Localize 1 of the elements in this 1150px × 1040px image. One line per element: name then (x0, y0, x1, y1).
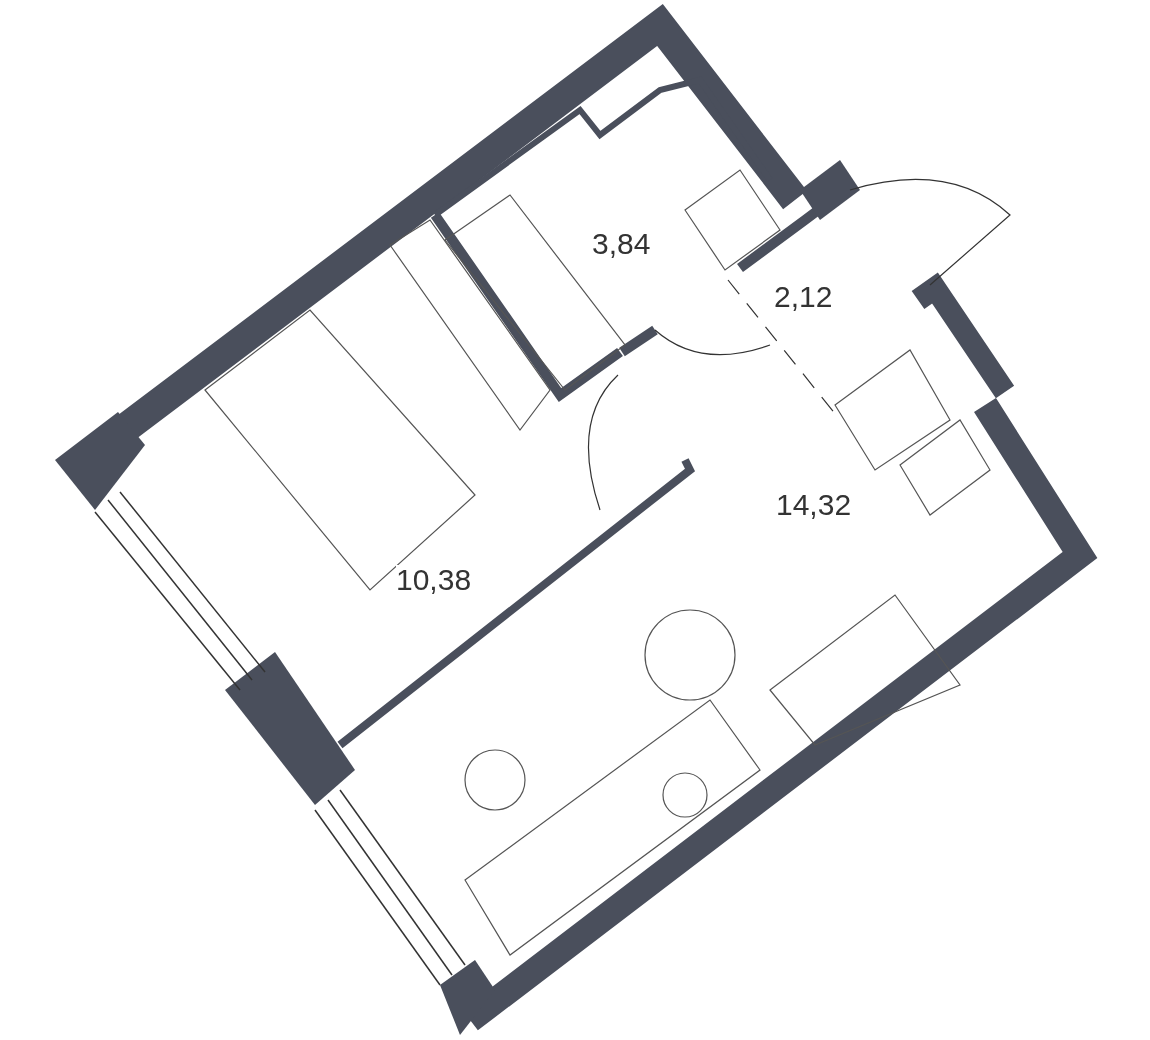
room-area-label: 10,38 (396, 565, 472, 595)
